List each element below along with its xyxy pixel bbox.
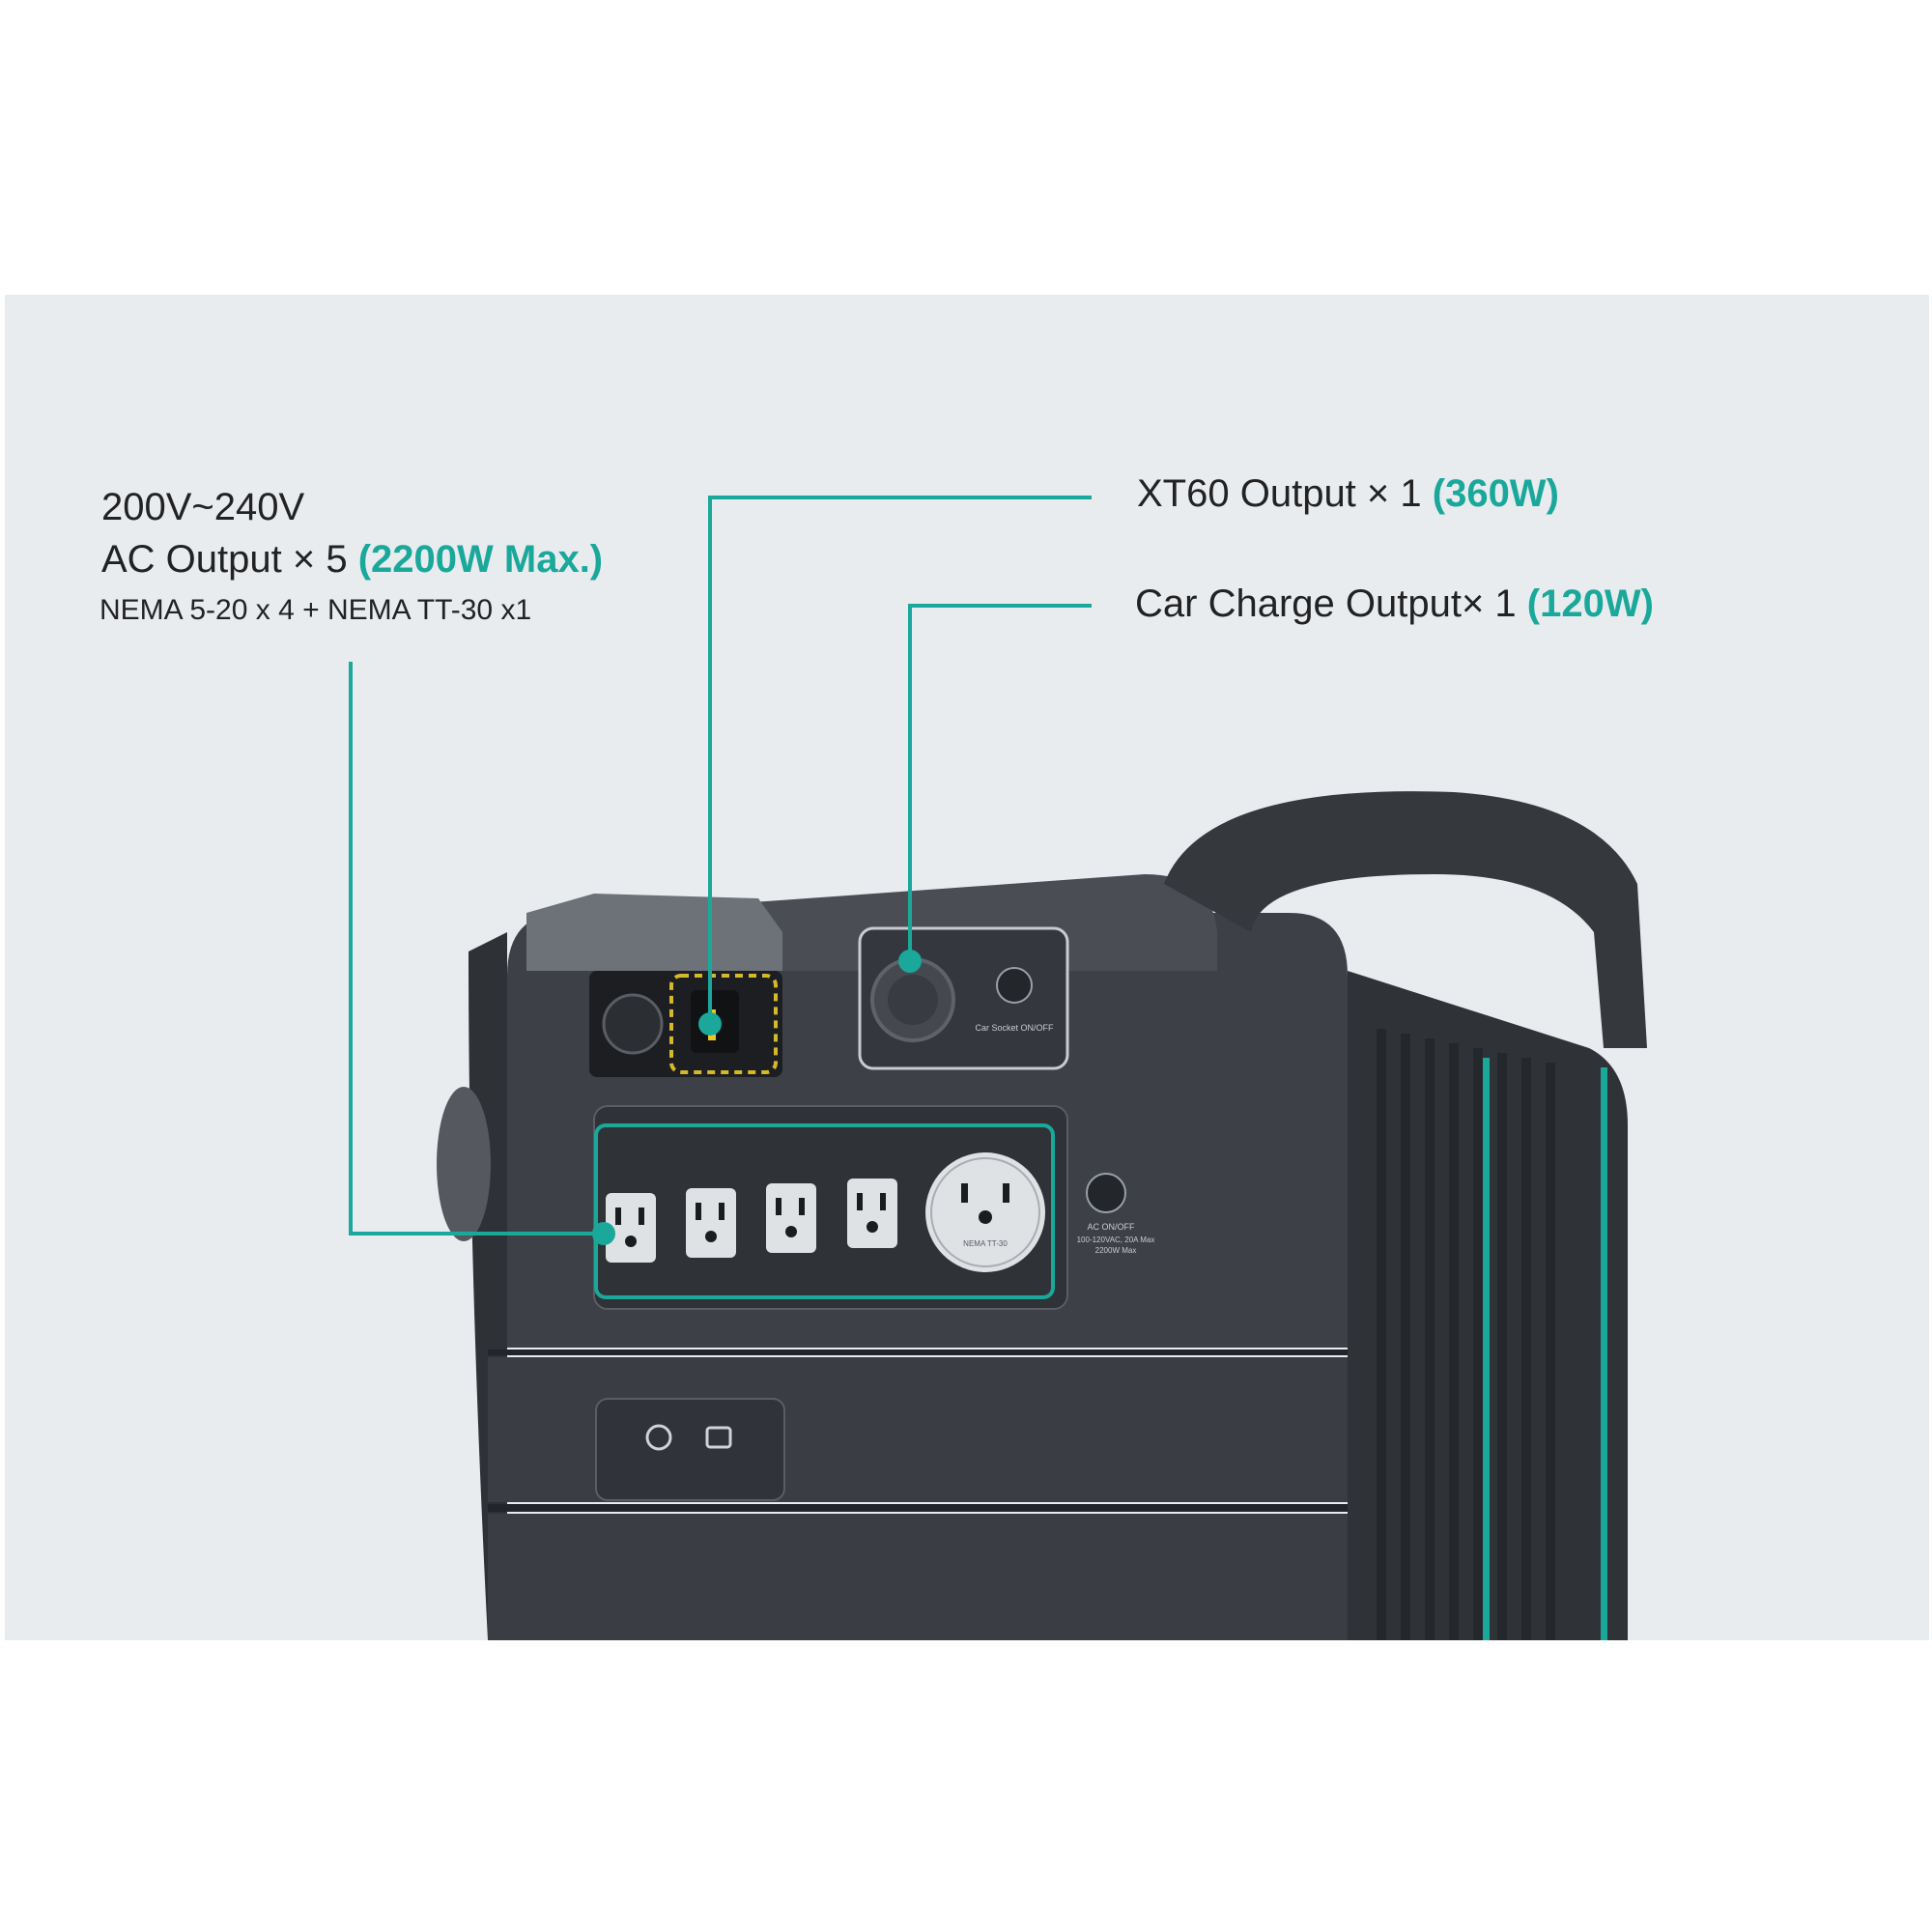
car-output-wattage: (120W): [1526, 582, 1654, 625]
tt30-caption: NEMA TT-30: [963, 1239, 1008, 1248]
power-icon: [645, 1424, 672, 1451]
leader-line-car: [908, 604, 1092, 961]
ac-outlet-3[interactable]: [766, 1183, 816, 1253]
device-left-knob: [437, 1087, 491, 1241]
xt60-port-highlight: [669, 974, 778, 1074]
ac-output-label: AC Output × 5 (2200W Max.): [101, 538, 603, 582]
plug-icon: [705, 1426, 732, 1449]
leader-dot-car: [898, 950, 922, 973]
ac-spec-caption: 100-120VAC, 20A Max: [1077, 1236, 1155, 1244]
lower-port-panel: [595, 1398, 785, 1501]
device-handle: [1164, 791, 1647, 1048]
leader-line-xt60: [708, 496, 1092, 1024]
ac-switch-caption: AC ON/OFF: [1088, 1222, 1136, 1232]
car-socket-caption: Car Socket ON/OFF: [975, 1023, 1054, 1033]
side-ribs: [1377, 1029, 1607, 1640]
car-socket-button[interactable]: [996, 967, 1033, 1004]
ac-nema-label: NEMA 5-20 x 4 + NEMA TT-30 x1: [99, 594, 532, 626]
ac-max-caption: 2200W Max: [1095, 1246, 1137, 1255]
xt60-lid: [526, 894, 782, 971]
ac-outlet-2[interactable]: [686, 1188, 736, 1258]
leader-lines: [349, 496, 1092, 1236]
ac-switch-button[interactable]: [1086, 1173, 1126, 1213]
power-station-illustration: Car Socket ON/OFF NEMA TT-30 AC ON/OFF 1…: [349, 496, 1647, 1640]
leader-line-ac: [349, 662, 604, 1236]
car-output-label: Car Charge Output× 1 (120W): [1135, 582, 1654, 626]
product-panel: Car Socket ON/OFF NEMA TT-30 AC ON/OFF 1…: [5, 295, 1929, 1640]
xt60-output-text: XT60 Output × 1: [1137, 472, 1433, 515]
ac-outlet-highlight: [594, 1123, 1055, 1299]
leader-dot-xt60: [698, 1012, 722, 1036]
ac-outlet-4[interactable]: [847, 1179, 897, 1248]
ac-voltage-label: 200V~240V: [101, 486, 305, 528]
ac-output-text: AC Output × 5: [101, 538, 358, 581]
nema-5-20-outlets: [606, 1179, 897, 1263]
xt60-output-label: XT60 Output × 1 (360W): [1137, 472, 1559, 516]
xt60-output-wattage: (360W): [1432, 472, 1559, 515]
device-bottom-module: [488, 1514, 1348, 1640]
dc-port[interactable]: [602, 993, 664, 1055]
car-output-text: Car Charge Output× 1: [1135, 582, 1527, 625]
leader-dot-ac: [592, 1222, 615, 1245]
ac-output-wattage: (2200W Max.): [357, 538, 604, 581]
